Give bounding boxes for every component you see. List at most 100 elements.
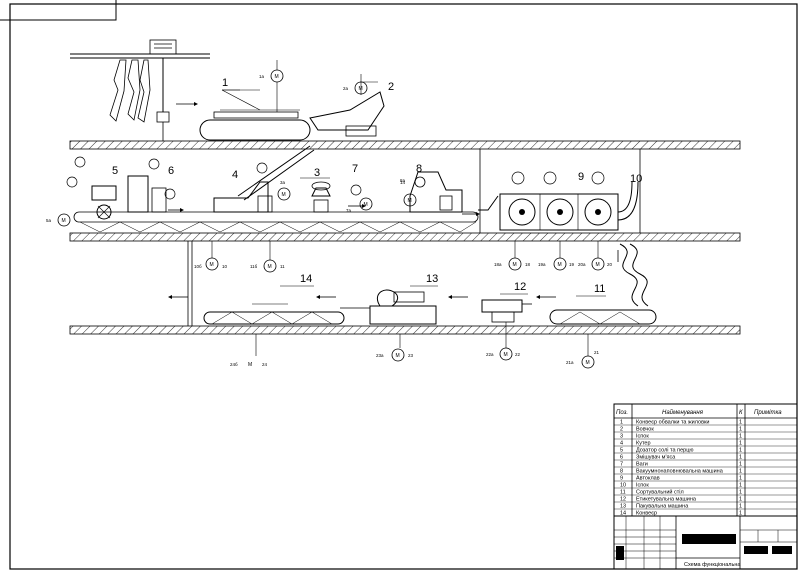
svg-text:М: М xyxy=(558,262,562,268)
spec-row-qty: 1 xyxy=(739,441,742,447)
motor-m7: М 7а xyxy=(346,197,373,213)
svg-text:18: 18 xyxy=(525,262,531,267)
spec-row-pos: 12 xyxy=(620,497,626,503)
spec-row-qty: 1 xyxy=(739,455,742,461)
svg-text:М: М xyxy=(282,192,286,198)
spec-row-pos: 9 xyxy=(620,476,623,482)
motor-m22: М 22а 22 xyxy=(486,347,521,361)
motor-m18: М 18а 18 xyxy=(494,257,531,271)
spec-row-qty: 1 xyxy=(739,490,742,496)
svg-text:23а: 23а xyxy=(376,353,384,358)
spec-row-name: Автоклав xyxy=(636,476,660,482)
spec-row-qty: 1 xyxy=(739,448,742,454)
svg-text:24: 24 xyxy=(262,362,268,367)
svg-text:19: 19 xyxy=(569,262,575,267)
svg-text:М: М xyxy=(268,264,272,270)
svg-text:10: 10 xyxy=(222,264,228,269)
spec-header-qty: К xyxy=(739,410,743,416)
sheet-frame xyxy=(9,3,798,570)
spec-row-pos: 6 xyxy=(620,455,623,461)
spec-row-pos: 3 xyxy=(620,434,623,440)
spec-header-name: Найменування xyxy=(662,409,704,416)
svg-text:24б: 24б xyxy=(230,362,238,367)
spec-row-qty: 1 xyxy=(739,504,742,510)
svg-text:М: М xyxy=(62,218,66,224)
equip-label-8: 8 xyxy=(416,163,422,175)
label-leaders xyxy=(222,89,606,297)
spec-row-name: Кутер xyxy=(636,441,651,447)
spec-row-name: Сортувальний стіл xyxy=(636,489,684,496)
carcasses xyxy=(109,59,151,123)
equip-label-2: 2 xyxy=(388,81,394,93)
equipment-11-sorting-table xyxy=(549,309,657,325)
motor-m14: 14 xyxy=(400,176,426,188)
middle-conveyor xyxy=(73,211,479,233)
svg-text:М: М xyxy=(275,74,279,80)
spec-header-pos: Поз. xyxy=(616,410,628,416)
motor-m23: М 23а 23 xyxy=(376,348,414,362)
spec-row-name: Змішувач м'яса xyxy=(636,455,676,461)
motor-m1: М 1а xyxy=(259,69,284,83)
svg-text:М: М xyxy=(586,360,590,366)
svg-text:10б: 10б xyxy=(194,264,202,269)
corner-stamp xyxy=(0,0,117,21)
spec-row-name: Вакуумнонаповнювальна машина xyxy=(636,469,724,475)
spec-row-qty: 1 xyxy=(739,497,742,503)
svg-text:22: 22 xyxy=(515,352,521,357)
equipment-13-packer xyxy=(340,289,437,325)
motor-m5: М 5а xyxy=(46,213,71,227)
sheet-title: Схема функціональна xyxy=(684,562,741,568)
equipment-6-mixer xyxy=(127,175,167,213)
svg-text:5а: 5а xyxy=(46,218,52,223)
spec-row-pos: 4 xyxy=(620,441,623,447)
equipment-14-conveyor xyxy=(203,303,345,325)
spec-row-qty: 1 xyxy=(739,420,742,426)
floor-slabs xyxy=(69,140,741,335)
svg-text:19а: 19а xyxy=(538,262,546,267)
equip-label-10: 10 xyxy=(630,173,642,185)
spec-row-name: Конвеєр xyxy=(636,511,657,517)
equip-label-14: 14 xyxy=(300,273,312,285)
motor-m8: М 8а xyxy=(400,178,417,207)
spec-row-qty: 1 xyxy=(739,427,742,433)
spec-row-qty: 1 xyxy=(739,469,742,475)
equip-label-4: 4 xyxy=(232,169,238,181)
svg-text:М: М xyxy=(504,352,508,358)
svg-text:11: 11 xyxy=(280,264,285,269)
motor-leads xyxy=(211,60,599,356)
svg-text:11б: 11б xyxy=(250,264,258,269)
spec-row-qty: 1 xyxy=(739,483,742,489)
motor-m3: М 3а xyxy=(277,180,291,201)
spec-row-name: Ваги xyxy=(636,462,648,468)
spec-row-name: Іспок xyxy=(636,483,649,489)
equipment-12-labeler xyxy=(481,299,532,323)
spec-row-name: Конвеєр обвалки та жиловки xyxy=(636,420,709,426)
svg-text:М: М xyxy=(364,202,368,208)
motor-m20: М 20а 20 xyxy=(578,257,613,271)
spec-row-name: Пакувальна машина xyxy=(636,504,689,510)
svg-text:М: М xyxy=(596,262,600,268)
equip-label-1: 1 xyxy=(222,77,228,89)
spec-row-pos: 1 xyxy=(620,420,623,426)
svg-text:7а: 7а xyxy=(346,208,352,213)
motor-m11: М 11б 11 xyxy=(250,259,285,273)
spec-row-name: Дозатор солі та перцю xyxy=(636,448,693,454)
equip-label-5: 5 xyxy=(112,165,118,177)
spec-row-qty: 1 xyxy=(739,434,742,440)
svg-text:М: М xyxy=(248,362,252,368)
equipment-1-conveyor xyxy=(199,82,311,141)
spec-row-qty: 1 xyxy=(739,511,742,517)
equipment-8-vacuum-filler xyxy=(409,171,463,213)
svg-text:М: М xyxy=(513,262,517,268)
motor-m2: М 2а xyxy=(343,81,368,95)
equipment-labels: 1 2 3 4 5 6 7 8 9 10 11 12 13 14 xyxy=(112,77,642,295)
equipment-10-chute xyxy=(617,181,649,307)
svg-text:23: 23 xyxy=(408,353,414,358)
equipment-5-doser xyxy=(91,185,117,220)
svg-text:М: М xyxy=(396,353,400,359)
equipment-7-scales xyxy=(311,181,331,213)
spec-row-qty: 1 xyxy=(739,462,742,468)
